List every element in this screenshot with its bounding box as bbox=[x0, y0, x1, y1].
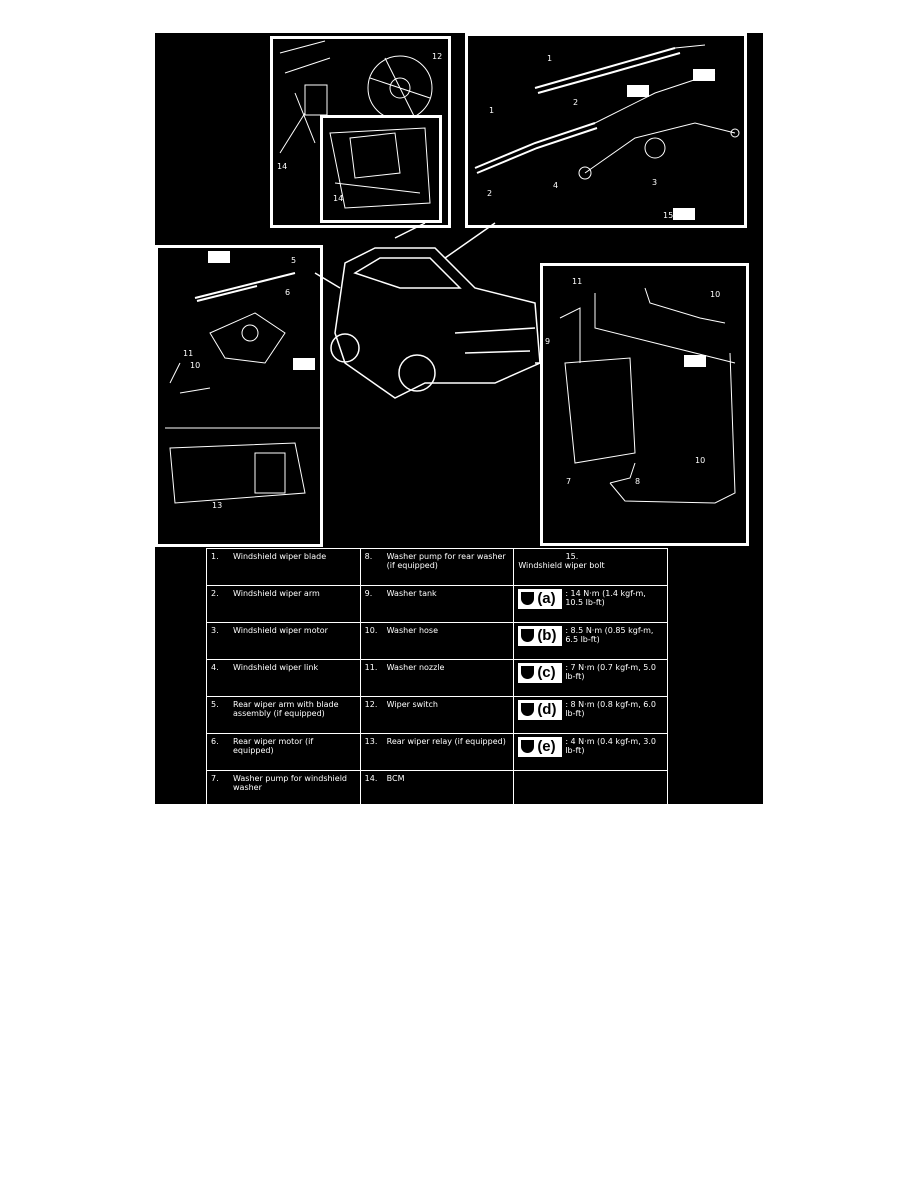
legend-number: 1. bbox=[211, 552, 219, 561]
legend-number: 6. bbox=[211, 737, 219, 746]
legend-cell: 3. Windshield wiper motor bbox=[206, 622, 361, 660]
callout-labels: 1 1 2 2 3 4 15 12 14 14 5 6 11 10 13 11 … bbox=[183, 52, 720, 510]
legend-cell: 15.Windshield wiper bolt bbox=[513, 548, 668, 586]
legend-row: 3. Windshield wiper motor 10. Washer hose (b… bbox=[206, 622, 668, 660]
callout-10: 10 bbox=[710, 290, 720, 299]
legend-number: 2. bbox=[211, 589, 219, 598]
callout-7: 7 bbox=[566, 477, 571, 486]
legend-row: 4. Windshield wiper link 11. Washer nozzle (… bbox=[206, 659, 668, 697]
inset-front-wiper bbox=[465, 33, 747, 228]
legend-label: Rear wiper relay (if equipped) bbox=[386, 737, 506, 746]
legend-number: 5. bbox=[211, 700, 219, 709]
callout-8: 8 bbox=[635, 477, 640, 486]
torque-spec: : 8 N·m (0.8 kgf-m, 6.0 lb-ft) bbox=[565, 700, 657, 718]
torque-symbol-icon: (d) bbox=[518, 700, 563, 720]
legend-label: Rear wiper motor (if equipped) bbox=[233, 737, 314, 755]
legend-cell: 8. Washer pump for rear washer (if equipp… bbox=[359, 548, 515, 586]
legend-cell: 7. Washer pump for windshield washer bbox=[206, 770, 361, 808]
callout-2: 2 bbox=[487, 189, 492, 198]
legend-label: Washer hose bbox=[386, 626, 439, 635]
legend-label: Windshield wiper bolt bbox=[518, 561, 605, 570]
torque-symbol-icon: (e) bbox=[518, 737, 563, 757]
legend-number: 12. bbox=[364, 700, 378, 709]
legend-row: 7. Washer pump for windshield washer 14. BC… bbox=[206, 770, 668, 808]
callout-13: 13 bbox=[212, 501, 222, 510]
legend-cell: 1. Windshield wiper blade bbox=[206, 548, 361, 586]
parts-legend-table: 1. Windshield wiper blade 8. Washer pump fo… bbox=[206, 548, 668, 808]
legend-number: 8. bbox=[364, 552, 373, 561]
wiper-washer-diagram: 1 1 2 2 3 4 15 12 14 14 5 6 11 10 13 11 … bbox=[155, 33, 763, 808]
callout-10: 10 bbox=[190, 361, 200, 370]
callout-14: 14 bbox=[333, 194, 343, 203]
legend-number: 10. bbox=[364, 626, 378, 635]
legend-cell: 4. Windshield wiper link bbox=[206, 659, 361, 697]
callout-1: 1 bbox=[547, 54, 552, 63]
legend-cell: 6. Rear wiper motor (if equipped) bbox=[206, 733, 361, 771]
legend-cell: 10. Washer hose bbox=[359, 622, 515, 660]
legend-label: BCM bbox=[386, 774, 405, 783]
callout-1: 1 bbox=[489, 106, 494, 115]
legend-number: 14. bbox=[364, 774, 378, 783]
legend-label: Rear wiper arm with blade assembly (if e… bbox=[233, 700, 339, 718]
inset-dashboard bbox=[270, 36, 451, 228]
legend-label: Washer nozzle bbox=[386, 663, 445, 672]
callout-11: 11 bbox=[572, 277, 582, 286]
torque-symbol-icon: (b) bbox=[518, 626, 563, 646]
legend-row: 2. Windshield wiper arm 9. Washer tank (a): … bbox=[206, 585, 668, 623]
callout-2: 2 bbox=[573, 98, 578, 107]
torque-spec: : 4 N·m (0.4 kgf-m, 3.0 lb-ft) bbox=[565, 737, 657, 755]
legend-row: 1. Windshield wiper blade 8. Washer pump fo… bbox=[206, 548, 668, 586]
legend-cell: 2. Windshield wiper arm bbox=[206, 585, 361, 623]
legend-number: 13. bbox=[364, 737, 378, 746]
legend-cell: 9. Washer tank bbox=[359, 585, 515, 623]
legend-label: Windshield wiper blade bbox=[233, 552, 327, 561]
legend-number: 15. bbox=[565, 552, 579, 561]
legend-cell: 5. Rear wiper arm with blade assembly (if… bbox=[206, 696, 361, 734]
legend-number: 11. bbox=[364, 663, 378, 672]
legend-label: Washer pump for rear washer (if equipped… bbox=[386, 552, 506, 570]
callout-6: 6 bbox=[285, 288, 290, 297]
callout-3: 3 bbox=[652, 178, 657, 187]
legend-cell: (a): 14 N·m (1.4 kgf-m, 10.5 lb-ft) bbox=[513, 585, 668, 623]
callout-9: 9 bbox=[545, 337, 550, 346]
legend-number: 7. bbox=[211, 774, 219, 783]
legend-row: 5. Rear wiper arm with blade assembly (if… bbox=[206, 696, 668, 734]
inset-washer-tank bbox=[540, 263, 749, 546]
callout-5: 5 bbox=[291, 256, 296, 265]
legend-number: 9. bbox=[364, 589, 373, 598]
torque-spec: : 8.5 N·m (0.85 kgf-m, 6.5 lb-ft) bbox=[565, 626, 654, 644]
legend-cell: 11. Washer nozzle bbox=[359, 659, 515, 697]
legend-label: Washer pump for windshield washer bbox=[233, 774, 347, 792]
callout-12: 12 bbox=[432, 52, 442, 61]
legend-cell: 14. BCM bbox=[359, 770, 515, 808]
callout-11: 11 bbox=[183, 349, 193, 358]
legend-cell: 13. Rear wiper relay (if equipped) bbox=[359, 733, 515, 771]
torque-spec: : 14 N·m (1.4 kgf-m, 10.5 lb-ft) bbox=[565, 589, 646, 607]
legend-label: Windshield wiper link bbox=[233, 663, 319, 672]
legend-label: Windshield wiper arm bbox=[233, 589, 320, 598]
legend-cell: 12. Wiper switch bbox=[359, 696, 515, 734]
legend-row: 6. Rear wiper motor (if equipped) 13. Rear … bbox=[206, 733, 668, 771]
legend-label: Washer tank bbox=[386, 589, 437, 598]
torque-symbol-icon: (c) bbox=[518, 663, 563, 683]
callout-14: 14 bbox=[277, 162, 287, 171]
vehicle-outline bbox=[314, 222, 555, 399]
legend-cell: (d): 8 N·m (0.8 kgf-m, 6.0 lb-ft) bbox=[513, 696, 668, 734]
legend-cell: (b): 8.5 N·m (0.85 kgf-m, 6.5 lb-ft) bbox=[513, 622, 668, 660]
legend-cell bbox=[513, 770, 668, 808]
inset-rear-wiper bbox=[155, 245, 323, 547]
callout-4: 4 bbox=[553, 181, 558, 190]
legend-cell: (c): 7 N·m (0.7 kgf-m, 5.0 lb-ft) bbox=[513, 659, 668, 697]
torque-symbol-icon: (a) bbox=[518, 589, 563, 609]
legend-number: 3. bbox=[211, 626, 219, 635]
torque-spec: : 7 N·m (0.7 kgf-m, 5.0 lb-ft) bbox=[565, 663, 657, 681]
legend-cell: (e): 4 N·m (0.4 kgf-m, 3.0 lb-ft) bbox=[513, 733, 668, 771]
callout-15: 15 bbox=[663, 211, 673, 220]
callout-10: 10 bbox=[695, 456, 705, 465]
legend-number: 4. bbox=[211, 663, 219, 672]
legend-label: Wiper switch bbox=[386, 700, 438, 709]
component-illustration: 1 1 2 2 3 4 15 12 14 14 5 6 11 10 13 11 … bbox=[155, 33, 749, 547]
legend-label: Windshield wiper motor bbox=[233, 626, 328, 635]
